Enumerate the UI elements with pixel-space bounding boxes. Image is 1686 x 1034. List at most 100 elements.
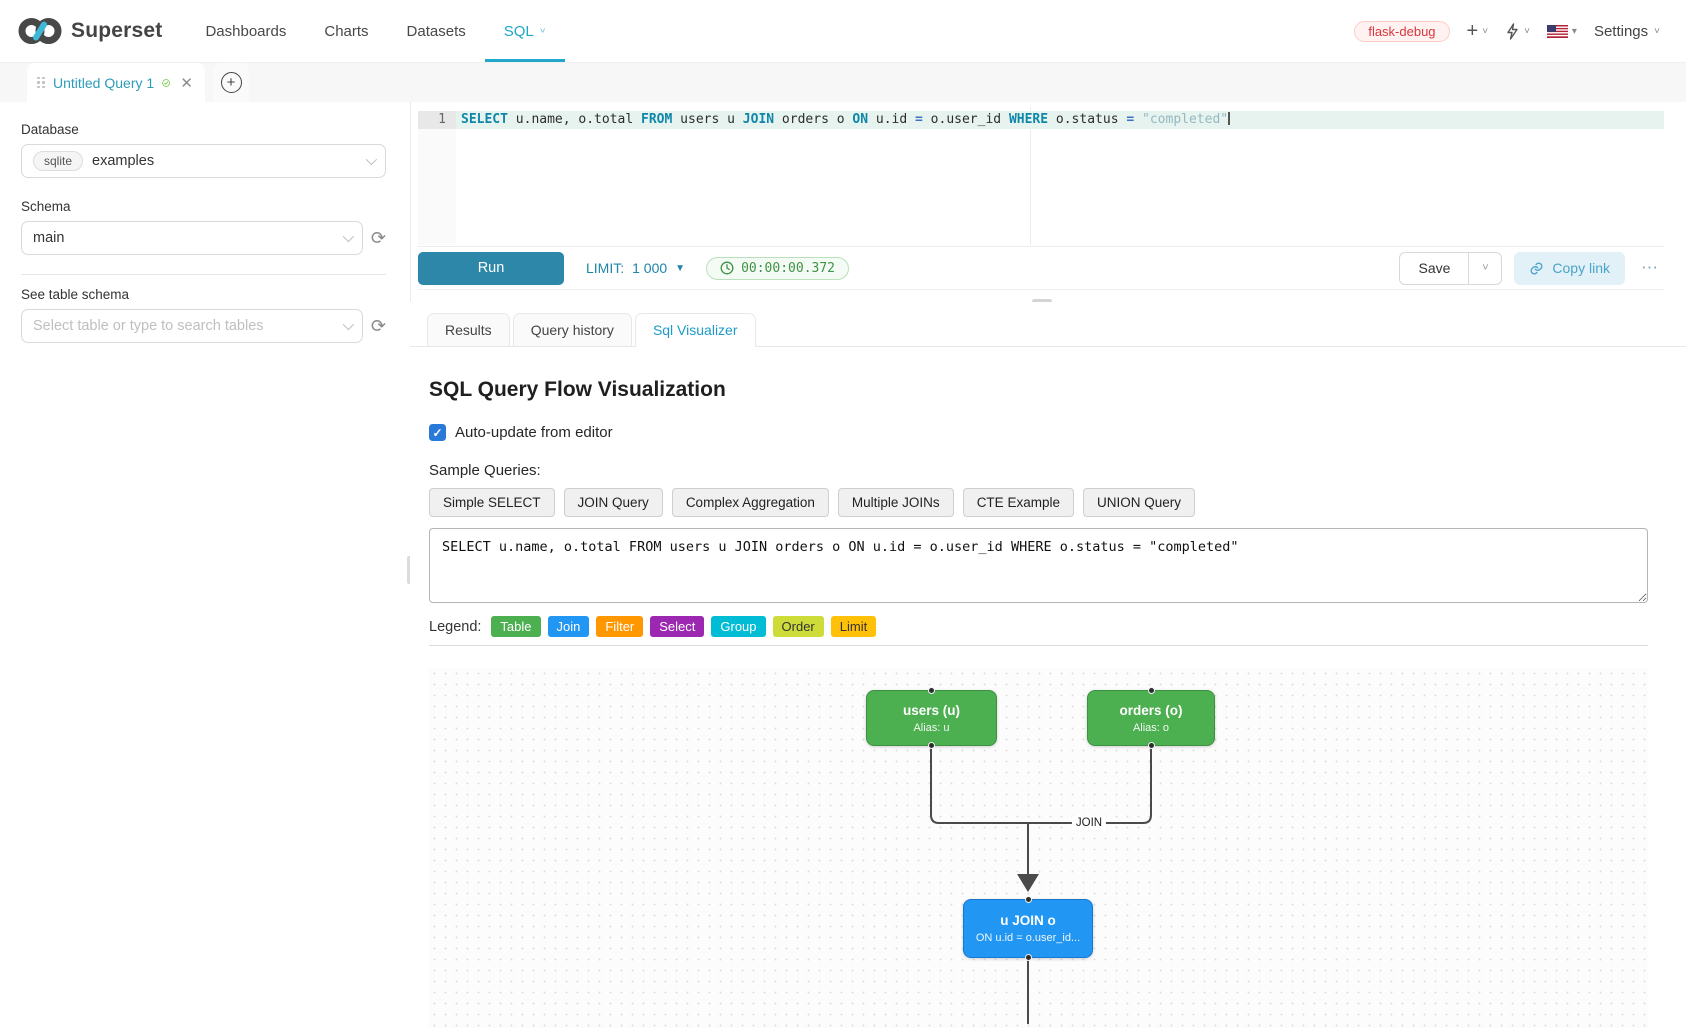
legend-label: Legend: (429, 619, 482, 635)
sample-query-buttons: Simple SELECT JOIN Query Complex Aggregati… (429, 488, 1648, 517)
sql-token-pl: users u (672, 112, 743, 127)
nav-item-label: Dashboards (205, 22, 287, 40)
nav-item-label: Charts (324, 22, 369, 40)
sql-lab-shortcut-dropdown[interactable]: ˅ (1505, 22, 1530, 40)
save-dropdown-button[interactable]: ˅ (1469, 251, 1503, 285)
save-button[interactable]: Save (1399, 251, 1470, 285)
sql-code-line[interactable]: SELECT u.name, o.total FROM users u JOIN… (456, 111, 1664, 129)
nav-item-datasets[interactable]: Datasets (388, 0, 485, 62)
flow-node-orders[interactable]: orders (o)Alias: o (1087, 687, 1215, 749)
sql-token-kw: SELECT (461, 112, 508, 127)
chevron-down-icon (365, 153, 378, 166)
chevron-down-icon: ˅ (539, 26, 546, 36)
clock-icon (720, 261, 734, 275)
database-label: Database (21, 122, 79, 137)
sample-query-button-cte-example[interactable]: CTE Example (962, 488, 1074, 517)
sidebar-resize-handle[interactable] (407, 556, 411, 584)
legend-chip-join: Join (547, 616, 590, 637)
nav-item-charts[interactable]: Charts (305, 0, 387, 62)
flow-node-users[interactable]: users (u)Alias: u (866, 687, 997, 749)
nav-item-dashboards[interactable]: Dashboards (186, 0, 305, 62)
limit-value: 1 000 (632, 260, 668, 276)
chevron-down-icon (342, 230, 354, 243)
tab-query-history[interactable]: Query history (512, 313, 632, 346)
refresh-tables-icon[interactable]: ⟳ (370, 316, 386, 336)
chevron-down-icon: ˅ (1524, 25, 1530, 37)
timer-value: 00:00:00.372 (741, 260, 835, 276)
visualizer-title: SQL Query Flow Visualization (429, 378, 726, 401)
editor-print-margin (1030, 107, 1031, 245)
legend-chip-table: Table (491, 616, 541, 637)
schema-label: Schema (21, 199, 71, 214)
nav-item-label: SQL (503, 22, 534, 40)
pane-drag-handle[interactable] (1032, 299, 1052, 304)
database-engine-pill: sqlite (33, 151, 84, 171)
legend-chip-order: Order (772, 616, 824, 637)
tab-sql-visualizer[interactable]: Sql Visualizer (634, 313, 756, 347)
query-tab[interactable]: Untitled Query 1 ✕ (27, 63, 205, 102)
table-select-placeholder: Select table or type to search tables (33, 318, 264, 334)
sql-token-kw: JOIN (742, 112, 775, 127)
sample-query-button-simple-select[interactable]: Simple SELECT (429, 488, 555, 517)
query-tab-title: Untitled Query 1 (53, 74, 155, 91)
language-picker[interactable]: ▾ (1546, 24, 1577, 38)
node-subtitle: Alias: o (1132, 721, 1170, 734)
sidebar-divider (21, 274, 386, 275)
table-select[interactable]: Select table or type to search tables (21, 309, 363, 343)
refresh-schemas-icon[interactable]: ⟳ (370, 228, 386, 248)
add-query-tab-button[interactable]: + (213, 63, 249, 102)
copy-link-button[interactable]: Copy link (1514, 251, 1625, 285)
lightning-icon (1507, 22, 1518, 40)
sql-editor[interactable]: 1 SELECT u.name, o.total FROM users u JO… (418, 107, 1664, 245)
nav-menu: Dashboards Charts Datasets SQL ˅ (186, 0, 565, 62)
query-saved-check-icon (162, 78, 171, 87)
sample-query-button-join-query[interactable]: JOIN Query (563, 488, 663, 517)
auto-update-checkbox[interactable]: ✓ (429, 424, 446, 441)
line-number: 1 (418, 111, 456, 129)
table-schema-label: See table schema (21, 287, 130, 302)
sample-queries-label: Sample Queries: (429, 462, 541, 479)
more-actions-button[interactable]: ⋯ (1641, 258, 1660, 277)
link-icon (1530, 262, 1543, 274)
legend-chip-filter: Filter (596, 616, 644, 637)
chevron-down-icon: ˅ (1482, 25, 1489, 37)
sql-token-kw: FROM (641, 112, 673, 127)
nav-item-label: Datasets (406, 22, 466, 40)
close-icon[interactable]: ✕ (180, 74, 193, 92)
drag-handle-icon[interactable] (37, 76, 45, 89)
limit-dropdown[interactable]: LIMIT: 1 000 ▼ (586, 260, 685, 276)
query-tab-strip: Untitled Query 1 ✕ + (0, 63, 1686, 102)
nav-item-sql[interactable]: SQL ˅ (484, 0, 565, 62)
schema-select[interactable]: main (21, 221, 363, 255)
editor-active-line: 1 SELECT u.name, o.total FROM users u JO… (418, 111, 1664, 129)
superset-logo[interactable]: Superset (0, 0, 186, 62)
editor-toolbar: Run LIMIT: 1 000 ▼ 00:00:00.372 Save ˅ (418, 246, 1664, 290)
node-subtitle: Alias: u (913, 721, 950, 734)
sample-query-button-complex-aggregation[interactable]: Complex Aggregation (671, 488, 829, 517)
tab-results[interactable]: Results (427, 313, 510, 346)
sample-query-button-union-query[interactable]: UNION Query (1082, 488, 1195, 517)
save-split-button: Save ˅ (1399, 251, 1503, 285)
sql-visualizer-panel: SQL Query Flow Visualization ✓ Auto-upda… (410, 376, 1686, 1028)
new-item-dropdown[interactable]: + ˅ (1467, 21, 1489, 41)
database-select-value: examples (92, 153, 155, 169)
caret-down-icon: ▼ (675, 262, 686, 274)
auto-update-row: ✓ Auto-update from editor (429, 424, 1648, 441)
plus-icon: + (1466, 20, 1479, 42)
query-textarea[interactable]: SELECT u.name, o.total FROM users u JOIN… (429, 528, 1648, 603)
sql-token-pl: u.name, o.total (507, 112, 642, 127)
editor-gutter (418, 129, 456, 245)
run-button[interactable]: Run (418, 251, 564, 285)
database-select[interactable]: sqlite examples (21, 144, 386, 178)
settings-menu[interactable]: Settings ˅ (1594, 23, 1660, 40)
sql-token-pl: u.id (868, 112, 916, 127)
query-timer: 00:00:00.372 (706, 256, 849, 280)
environment-badge: flask-debug (1354, 20, 1450, 42)
sample-query-button-multiple-joins[interactable]: Multiple JOINs (837, 488, 954, 517)
